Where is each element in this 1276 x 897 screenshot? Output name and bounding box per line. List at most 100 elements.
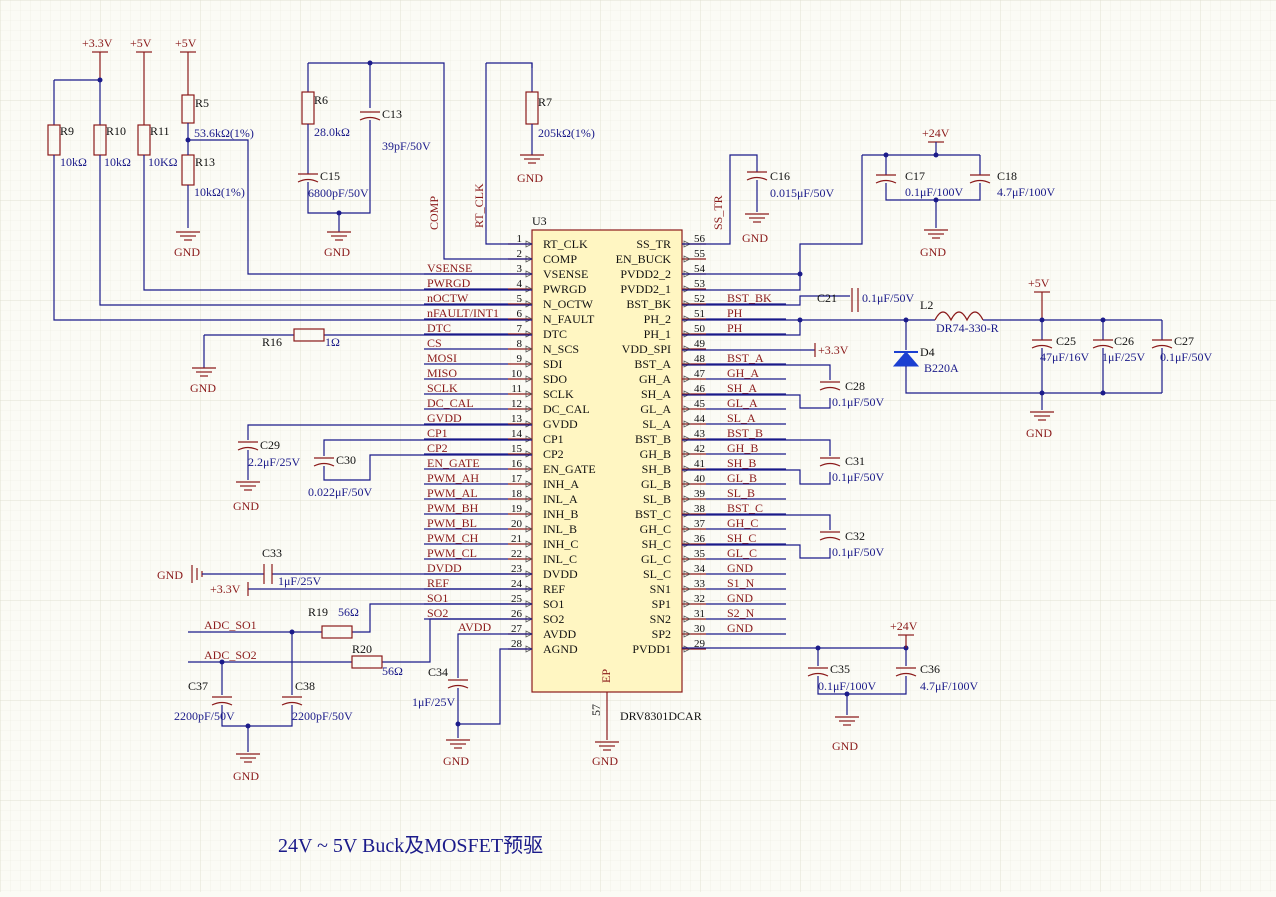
pin-name: SS_TR [636, 237, 671, 251]
r7-value: 205kΩ(1%) [538, 126, 595, 140]
net-p33-top: +3.3V [82, 36, 113, 50]
net-label: PWM_AH [427, 471, 479, 485]
gnd-c25: GND [1026, 426, 1052, 440]
pin-number: 7 [517, 323, 523, 335]
c30-value: 0.022μF/50V [308, 485, 372, 499]
resistor-r16 [293, 328, 325, 342]
net-label: BST_A [727, 351, 764, 365]
net-label: BST_C [727, 501, 763, 515]
net-adc-so1: ADC_SO1 [204, 618, 257, 632]
net-label: CP2 [427, 441, 448, 455]
c25-ref: C25 [1056, 334, 1076, 348]
net-label: PWM_AL [427, 486, 478, 500]
pin-number: 22 [511, 548, 522, 560]
pin-name: DTC [543, 327, 567, 341]
net-label: SH_C [727, 531, 756, 545]
pin-number: 30 [694, 623, 706, 635]
pin-name: SH_A [641, 387, 671, 401]
net-label: SH_B [727, 456, 756, 470]
pin-number: 44 [694, 413, 706, 425]
net-label: DTC [427, 321, 451, 335]
pin-number: 6 [517, 308, 523, 320]
net-label: SCLK [427, 381, 458, 395]
r7-ref: R7 [538, 95, 552, 109]
net-label: GVDD [427, 411, 462, 425]
net-p33-vddspi: +3.3V [818, 343, 849, 357]
net-label: REF [427, 576, 449, 590]
right-net-stubs: BST_BKPHPHBST_AGH_ASH_AGL_ASL_ABST_BGH_B… [706, 291, 786, 635]
pin-name: INH_B [543, 507, 578, 521]
c13-ref: C13 [382, 107, 402, 121]
net-label: MISO [427, 366, 457, 380]
pin-number: 16 [511, 458, 523, 470]
pin-name: DC_CAL [543, 402, 590, 416]
net-label: GND [727, 621, 753, 635]
net-label: BST_BK [727, 291, 772, 305]
net-p5-b: +5V [175, 36, 197, 50]
pin-name: SDI [543, 357, 562, 371]
l2-ref: L2 [920, 298, 933, 312]
pin-number: 51 [694, 308, 705, 320]
c27-value: 0.1μF/50V [1160, 350, 1212, 364]
pin-name: BST_BK [626, 297, 671, 311]
c29-ref: C29 [260, 438, 280, 452]
net-p5-a: +5V [130, 36, 152, 50]
net-label: S1_N [727, 576, 755, 590]
net-p24-bottom: +24V [890, 619, 918, 633]
r20-value: 56Ω [382, 664, 403, 678]
pin-name: GH_C [640, 522, 671, 536]
pin-number: 17 [511, 473, 523, 485]
pin-number: 9 [517, 353, 523, 365]
pin-name: RT_CLK [543, 237, 588, 251]
gnd-c37: GND [233, 769, 259, 783]
pin-number: 28 [511, 638, 523, 650]
pin-name: SL_C [643, 567, 671, 581]
net-adc-so2: ADC_SO2 [204, 648, 257, 662]
pin-name: SO2 [543, 612, 564, 626]
c31-value: 0.1μF/50V [832, 470, 884, 484]
pin-number: 20 [511, 518, 523, 530]
pin-name: CP2 [543, 447, 564, 461]
gnd-c35: GND [832, 739, 858, 753]
c35-value: 0.1μF/100V [818, 679, 876, 693]
net-comp-label: COMP [427, 196, 441, 230]
pin-number: 46 [694, 383, 706, 395]
net-label: SO1 [427, 591, 448, 605]
pin-number: 21 [511, 533, 522, 545]
ic-u3-part: DRV8301DCAR [620, 709, 702, 723]
pin-name: SH_C [642, 537, 671, 551]
pin-name: GL_C [641, 552, 671, 566]
pin-number: 3 [517, 263, 523, 275]
gnd-c15: GND [324, 245, 350, 259]
c28-value: 0.1μF/50V [832, 395, 884, 409]
c15-value: 6800pF/50V [308, 186, 369, 200]
c25-value: 47μF/16V [1040, 350, 1089, 364]
pin-number: 29 [694, 638, 706, 650]
net-label: GH_B [727, 441, 758, 455]
pin-name: GL_B [641, 477, 671, 491]
pin-number: 14 [511, 428, 523, 440]
c34-value: 1μF/25V [412, 695, 455, 709]
pin-number: 13 [511, 413, 523, 425]
r5-value: 53.6kΩ(1%) [194, 126, 254, 140]
net-label: nOCTW [427, 291, 469, 305]
net-label: PWM_CH [427, 531, 479, 545]
pin-number: 49 [694, 338, 706, 350]
resistor-r20 [351, 655, 383, 669]
pin-name: DVDD [543, 567, 578, 581]
pin-number: 35 [694, 548, 706, 560]
pin-number: 56 [694, 233, 706, 245]
pin-number: 50 [694, 323, 706, 335]
net-label: GND [727, 561, 753, 575]
gnd-c16: GND [742, 231, 768, 245]
r13-ref: R13 [195, 155, 215, 169]
c16-ref: C16 [770, 169, 790, 183]
resistor-r19 [321, 625, 353, 639]
pin-name: INL_A [543, 492, 578, 506]
gnd-c17: GND [920, 245, 946, 259]
c18-value: 4.7μF/100V [997, 185, 1055, 199]
pin-name: EN_GATE [543, 462, 596, 476]
l2-value: DR74-330-R [936, 321, 999, 335]
